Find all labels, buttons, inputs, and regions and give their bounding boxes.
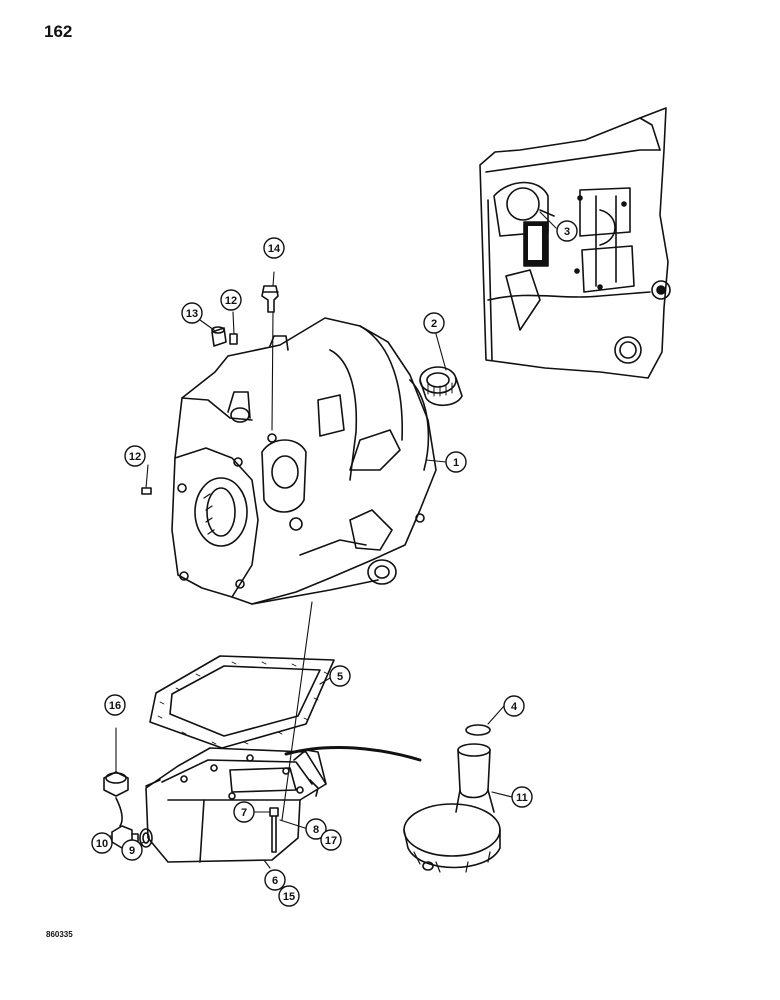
callout-number: 4 xyxy=(511,701,518,713)
callout-13: 13 xyxy=(181,302,203,324)
housing-interior-inset xyxy=(479,107,671,379)
callout-number: 14 xyxy=(268,243,281,255)
callout-12-top: 12 xyxy=(220,289,242,311)
callout-number: 7 xyxy=(241,807,247,819)
roller-bearing xyxy=(419,366,463,407)
breather-fitting xyxy=(261,285,279,313)
leader-16-10 xyxy=(115,797,123,827)
callout-7: 7 xyxy=(233,801,255,823)
callout-12-left: 12 xyxy=(124,445,146,467)
plug-16 xyxy=(103,771,129,797)
callout-number: 10 xyxy=(96,838,108,850)
callout-8: 8 xyxy=(305,818,327,840)
callout-9: 9 xyxy=(121,839,143,861)
oil-pan xyxy=(145,746,422,863)
callout-10: 10 xyxy=(91,832,113,854)
leader-lines xyxy=(109,211,557,869)
setscrew-12-top xyxy=(229,333,238,345)
callout-11: 11 xyxy=(511,786,533,808)
oil-filter-pickup xyxy=(403,743,501,873)
callout-number: 12 xyxy=(225,295,237,307)
callout-number: 9 xyxy=(129,845,135,857)
callout-number: 16 xyxy=(109,700,121,712)
callout-number: 17 xyxy=(325,835,337,847)
callout-3: 3 xyxy=(556,220,578,242)
bolt xyxy=(269,807,279,853)
callout-number: 8 xyxy=(313,824,319,836)
callout-number: 3 xyxy=(564,226,570,238)
callout-14: 14 xyxy=(263,237,285,259)
callout-5: 5 xyxy=(329,665,351,687)
drawing-code: 860335 xyxy=(46,930,73,939)
callout-number: 12 xyxy=(129,451,141,463)
callout-15: 15 xyxy=(278,885,300,907)
callout-17: 17 xyxy=(320,829,342,851)
setscrew-12-left xyxy=(141,487,152,495)
callout-number: 6 xyxy=(272,875,278,887)
callout-number: 2 xyxy=(431,318,437,330)
callout-number: 13 xyxy=(186,308,198,320)
callout-1: 1 xyxy=(445,451,467,473)
page-number: 162 xyxy=(44,22,73,41)
plug-13 xyxy=(211,326,227,347)
callout-4: 4 xyxy=(503,695,525,717)
o-ring xyxy=(465,724,491,736)
callout-number: 11 xyxy=(516,792,528,804)
callout-16: 16 xyxy=(104,694,126,716)
transmission-housing xyxy=(171,317,437,605)
washer-9 xyxy=(139,828,153,848)
callout-number: 1 xyxy=(453,457,459,469)
callout-number: 15 xyxy=(283,891,295,903)
gasket xyxy=(149,655,335,749)
callout-6: 6 xyxy=(264,869,286,891)
callout-number: 5 xyxy=(337,671,343,683)
callout-2: 2 xyxy=(423,312,445,334)
